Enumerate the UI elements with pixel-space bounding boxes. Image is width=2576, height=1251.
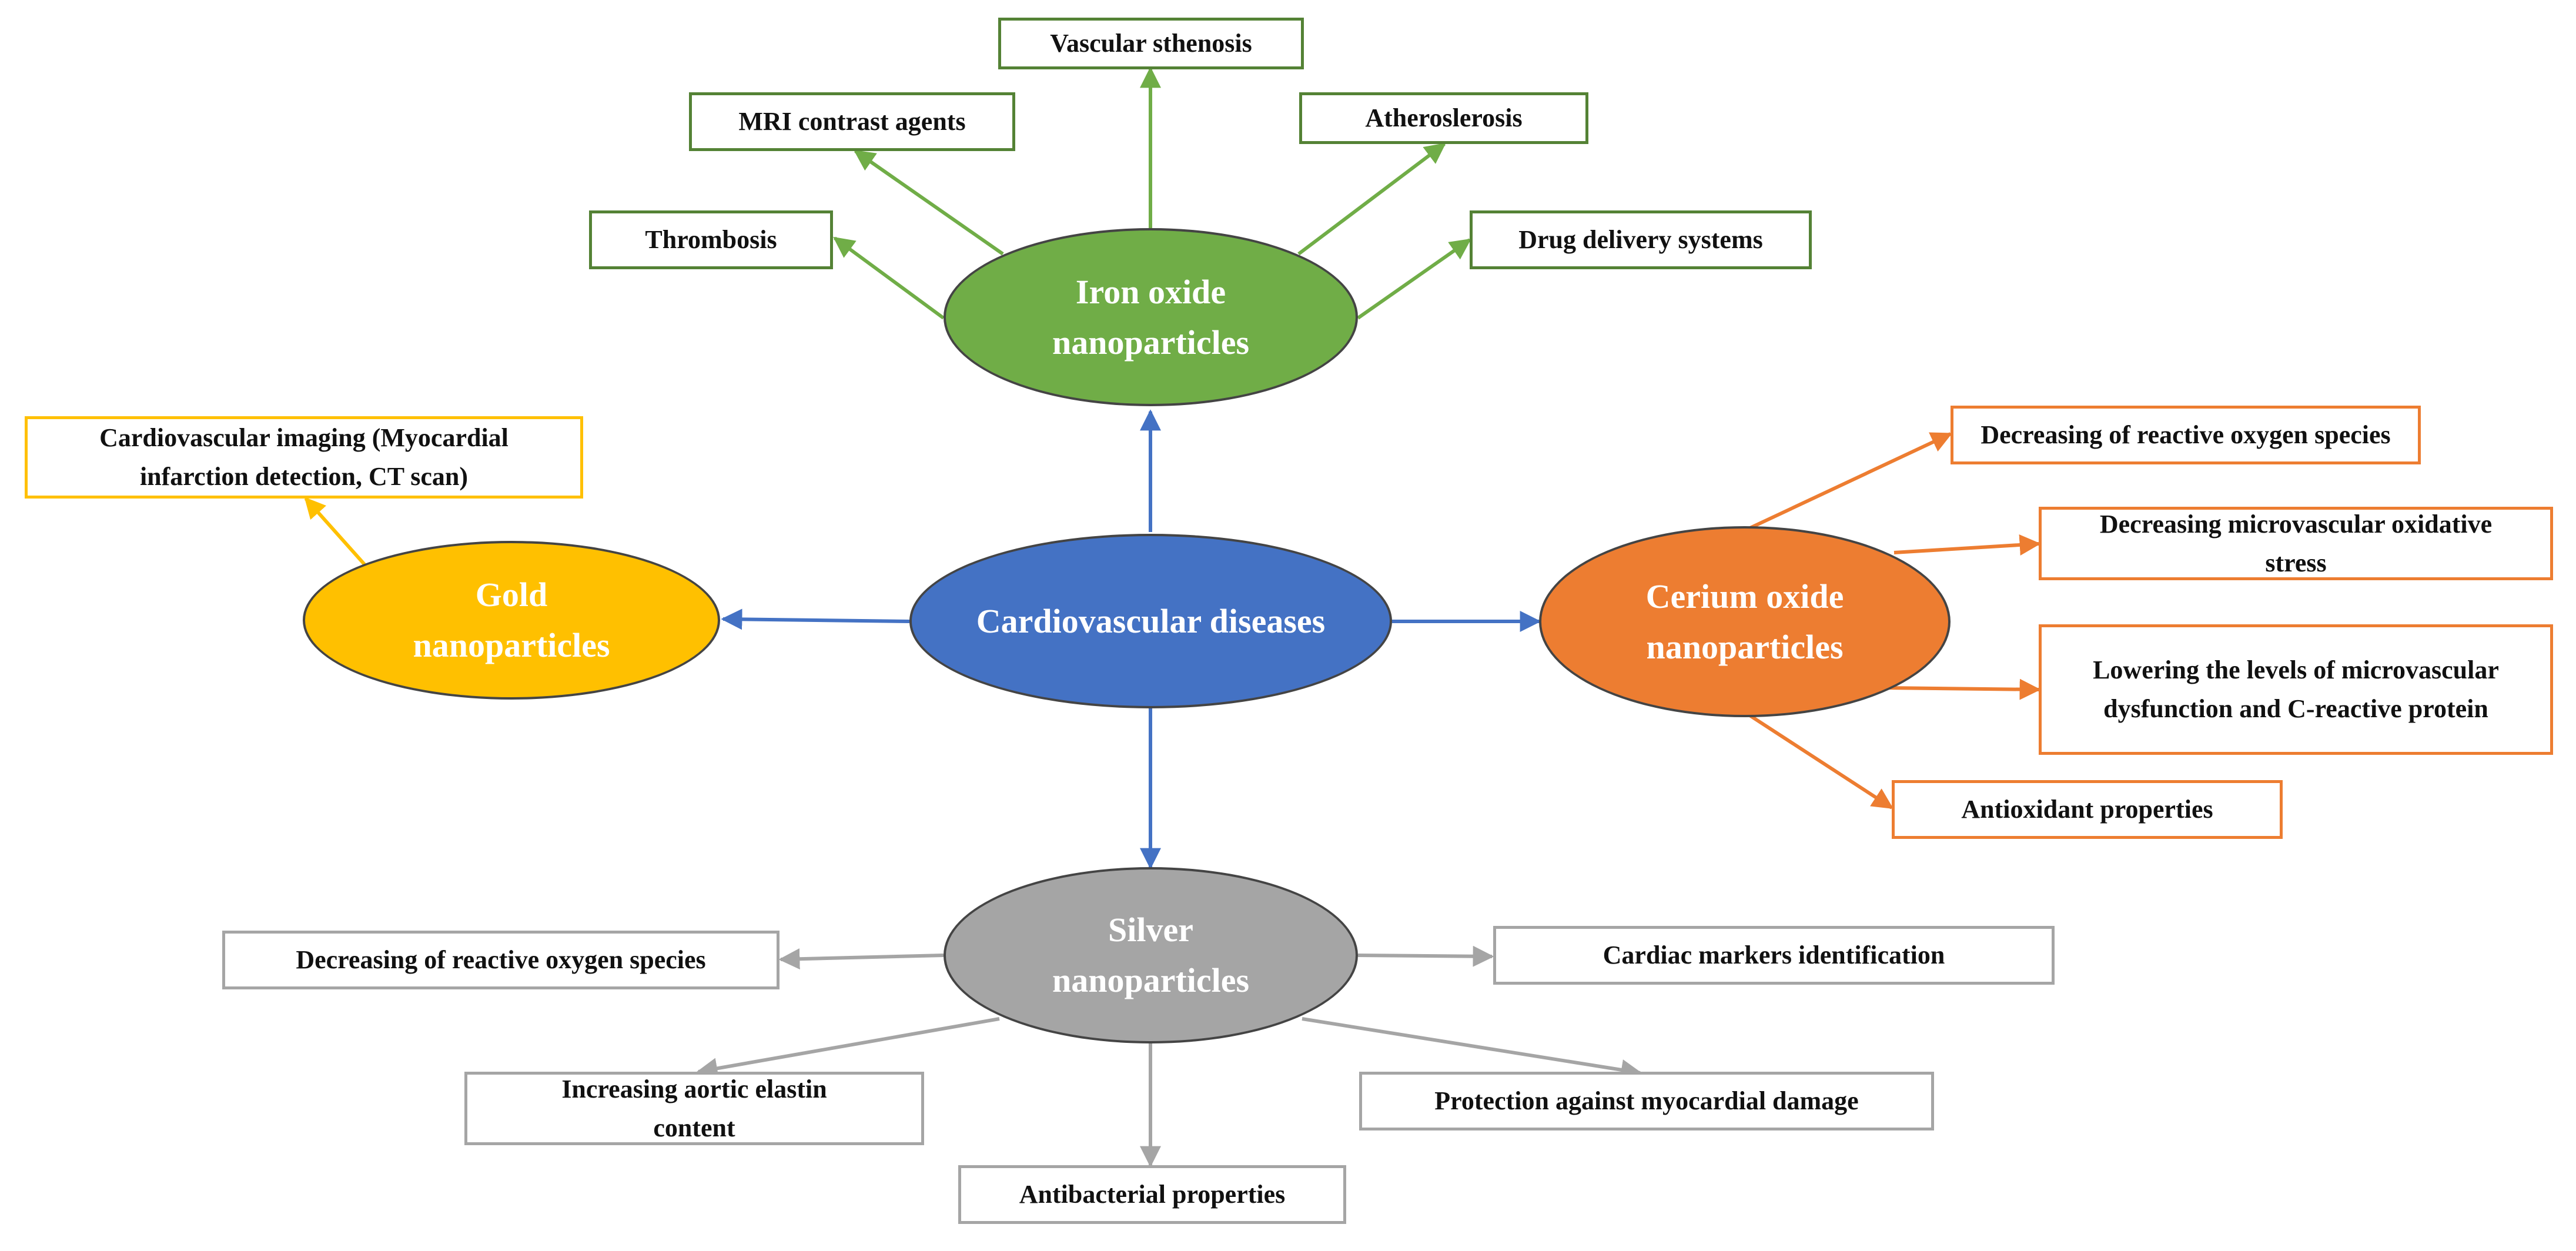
arrow-iron-to-thrombosis bbox=[833, 236, 945, 320]
arrow-cerium-to-crp bbox=[1884, 678, 2041, 700]
arrow-silver-to-ros bbox=[778, 948, 944, 970]
cerium-hub-label: Cerium oxide nanoparticles bbox=[1645, 577, 1844, 666]
cerium-box-c-reactive-protein: Lowering the levels of microvascular dys… bbox=[2039, 624, 2553, 755]
cerium-oxide-nanoparticles-node: Cerium oxide nanoparticles bbox=[1539, 526, 1951, 717]
arrow-silver-to-myocardial bbox=[1302, 1017, 1642, 1081]
iron-box-thrombosis: Thrombosis bbox=[589, 210, 833, 269]
arrow-gold-to-imaging bbox=[304, 497, 366, 566]
gold-nanoparticles-node: Gold nanoparticles bbox=[303, 541, 720, 700]
arrow-cerium-to-oxidative-stress bbox=[1893, 534, 2041, 556]
arrow-center-to-gold bbox=[721, 608, 910, 630]
silver-box-antibacterial-properties: Antibacterial properties bbox=[958, 1165, 1346, 1224]
iron-box-atheroslerosis: Atheroslerosis bbox=[1299, 92, 1588, 144]
iron-box-drug-delivery-systems: Drug delivery systems bbox=[1470, 210, 1812, 269]
silver-hub-label: Silver nanoparticles bbox=[1052, 911, 1250, 999]
silver-box-myocardial-damage: Protection against myocardial damage bbox=[1359, 1072, 1934, 1130]
iron-box-mri-contrast-agents: MRI contrast agents bbox=[689, 92, 1015, 151]
cerium-box-oxidative-stress: Decreasing microvascular oxidative stres… bbox=[2039, 507, 2553, 580]
gold-box-cardiovascular-imaging: Cardiovascular imaging (Myocardial infar… bbox=[25, 416, 583, 499]
iron-oxide-nanoparticles-node: Iron oxide nanoparticles bbox=[944, 228, 1358, 406]
cerium-box-antioxidant-properties: Antioxidant properties bbox=[1892, 780, 2283, 839]
silver-box-reactive-oxygen-species: Decreasing of reactive oxygen species bbox=[222, 931, 780, 989]
arrow-silver-to-elastin bbox=[696, 1017, 1000, 1079]
center-label: Cardiovascular diseases bbox=[976, 601, 1326, 640]
arrow-iron-to-mri bbox=[854, 149, 1004, 256]
iron-box-vascular-sthenosis: Vascular sthenosis bbox=[998, 18, 1304, 69]
arrow-silver-to-cardiac-markers bbox=[1357, 945, 1494, 967]
arrow-iron-to-drug-delivery bbox=[1357, 238, 1471, 320]
arrow-iron-to-atheroslerosis bbox=[1297, 142, 1446, 256]
cardiovascular-diseases-node: Cardiovascular diseases bbox=[909, 534, 1392, 708]
silver-nanoparticles-node: Silver nanoparticles bbox=[944, 867, 1358, 1043]
cerium-box-reactive-oxygen-species: Decreasing of reactive oxygen species bbox=[1951, 406, 2421, 464]
silver-box-aortic-elastin: Increasing aortic elastin content bbox=[464, 1072, 924, 1145]
iron-hub-label: Iron oxide nanoparticles bbox=[1052, 272, 1250, 362]
arrow-cerium-to-ros bbox=[1748, 432, 1953, 530]
gold-hub-label: Gold nanoparticles bbox=[413, 576, 610, 664]
silver-box-cardiac-markers: Cardiac markers identification bbox=[1493, 926, 2055, 985]
arrow-cerium-to-antioxidant bbox=[1748, 713, 1894, 810]
